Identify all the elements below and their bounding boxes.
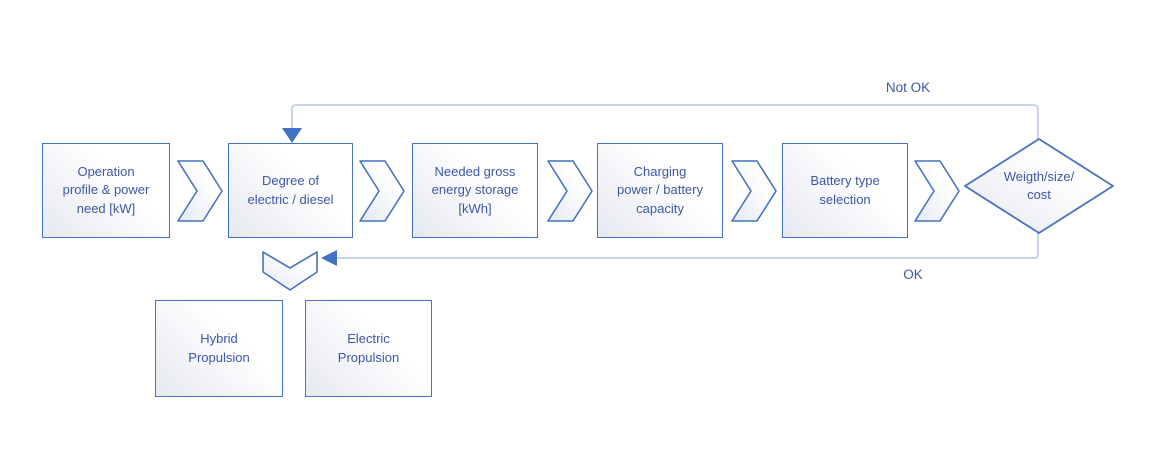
decision-label-line: cost (1027, 187, 1051, 202)
step-label-line: [kWh] (458, 200, 492, 216)
step-label-line: power / battery (617, 182, 703, 198)
step-label-line: need [kW] (76, 200, 136, 216)
step-label-line: Battery type (810, 173, 880, 189)
ok-label: OK (903, 267, 923, 282)
outcome-hybrid-propulsion: Hybrid Propulsion (155, 300, 283, 397)
step-label-line: Degree of (261, 173, 320, 189)
step-label-line: Needed gross (434, 163, 516, 179)
outcome-label-line: Propulsion (337, 349, 400, 365)
step-label-line: capacity (636, 200, 684, 216)
chevron-down-icon (262, 251, 318, 291)
step-label-line: electric / diesel (247, 191, 334, 207)
chevron-right-icon (731, 160, 777, 222)
not-ok-connector-line (291, 104, 1039, 139)
chevron-right-icon (359, 160, 405, 222)
outcome-electric-propulsion: Electric Propulsion (305, 300, 432, 397)
step-label-line: selection (819, 191, 871, 207)
decision-diamond (964, 138, 1114, 234)
step-label-line: Operation (77, 163, 135, 179)
step-energy-storage: Needed gross energy storage [kWh] (412, 143, 538, 238)
chevron-right-icon (914, 160, 960, 222)
step-charging-power: Charging power / battery capacity (597, 143, 723, 238)
step-operation-profile: Operation profile & power need [kW] (42, 143, 170, 238)
not-ok-label: Not OK (885, 80, 931, 95)
chevron-right-icon (177, 160, 223, 222)
decision-label: Weigth/size/ cost (965, 139, 1113, 233)
decision-label-line: Weigth/size/ (1003, 168, 1075, 184)
step-label-line: energy storage (431, 182, 519, 198)
outcome-label-line: Hybrid (200, 331, 238, 347)
chevron-right-icon (547, 160, 593, 222)
step-battery-type-selection: Battery type selection (782, 143, 908, 238)
step-degree-electric-diesel: Degree of electric / diesel (228, 143, 353, 238)
outcome-label-line: Electric (347, 331, 390, 347)
not-ok-arrowhead-icon (282, 128, 302, 143)
ok-arrowhead-icon (321, 250, 337, 266)
step-label-line: Charging (633, 163, 687, 179)
step-label-line: profile & power (62, 182, 150, 198)
outcome-label-line: Propulsion (188, 349, 250, 365)
